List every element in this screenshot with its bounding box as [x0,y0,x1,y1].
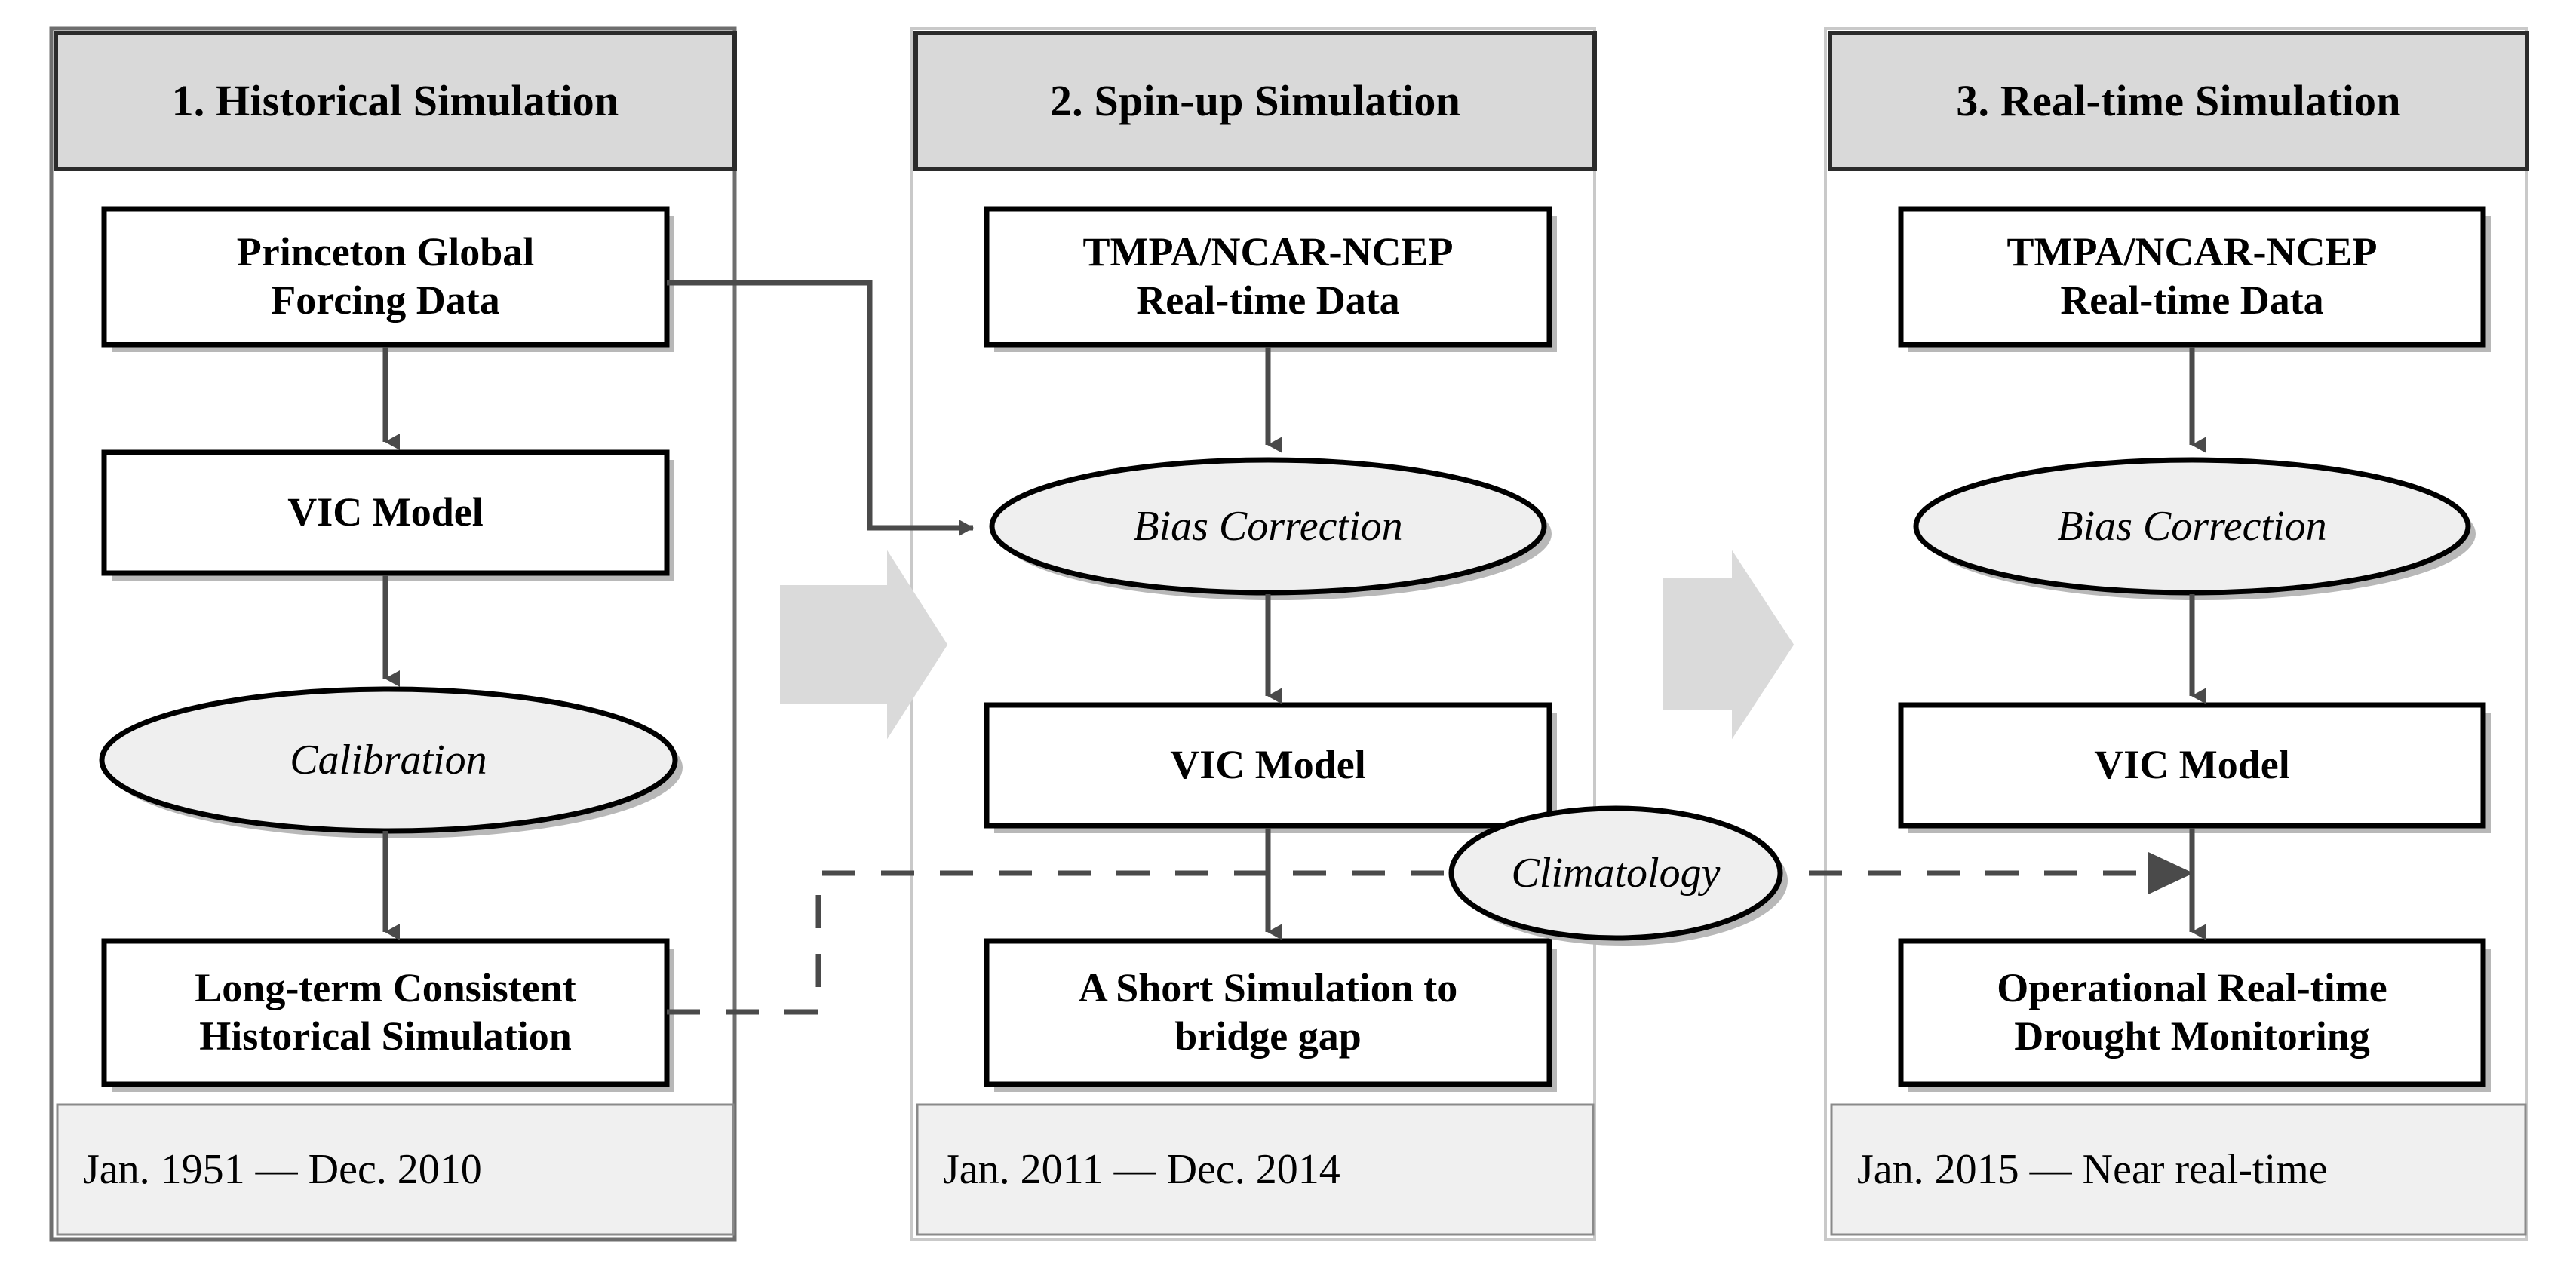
node-climatology [1448,805,1788,946]
node-vic-model-1 [101,449,674,581]
node-vic-model-3 [1898,702,2491,833]
node-vic-model-2 [984,702,1557,833]
stage-arrow-1-to-2-icon [780,550,948,740]
stage-arrow-2-to-3-icon [1663,550,1795,740]
node-princeton-data [101,206,674,352]
panel-1-frame [49,26,737,1242]
node-operational-monitoring [1898,938,2491,1092]
edge-climatology-arrowhead [2148,852,2194,894]
node-tmpa-data-3 [1898,206,2491,352]
panel-3-frame [1824,27,2529,1241]
edge-longterm-to-climatology [667,870,1478,1015]
node-calibration [99,686,683,838]
panel-2-frame [910,27,1597,1241]
node-short-sim [984,938,1557,1092]
edge-princeton-to-bias2 [667,280,974,536]
node-bias-correction-3 [1913,457,2476,600]
node-tmpa-data-2 [984,206,1557,352]
node-long-term-sim [101,938,674,1092]
node-bias-correction-2 [989,457,1552,600]
